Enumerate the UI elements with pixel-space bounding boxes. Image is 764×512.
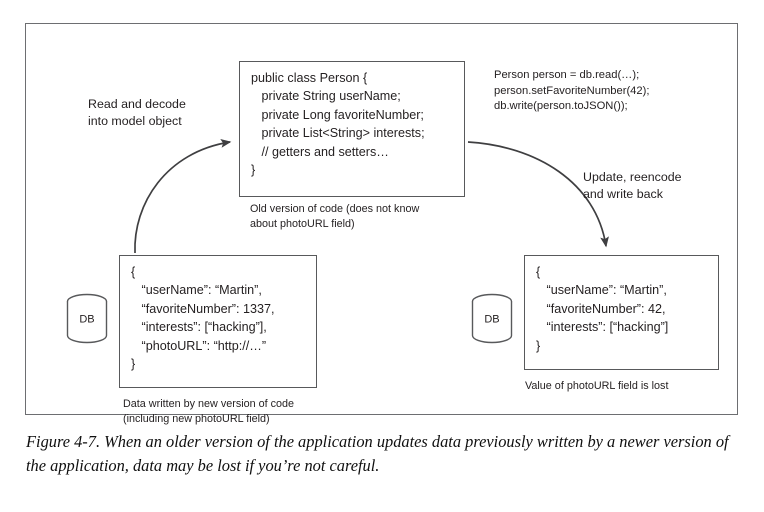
update-reencode-label: Update, reencode and write back	[583, 170, 682, 202]
photourl-lost-caption: Value of photoURL field is lost	[525, 380, 669, 392]
new-version-record-caption: Data written by new version of code (inc…	[123, 398, 295, 425]
svg-text:DB: DB	[484, 314, 499, 326]
new-version-record-box: { “userName”: “Martin”, “favoriteNumber”…	[119, 255, 317, 388]
arrow-read-decode	[134, 139, 232, 254]
old-version-code-caption: Old version of code (does not know about…	[250, 203, 420, 230]
figure-caption: Figure 4-7. When an older version of the…	[26, 432, 729, 475]
read-and-decode-label: Read and decode into model object	[88, 97, 186, 129]
database-cylinder-left: DB	[64, 292, 110, 346]
old-version-rewritten-record-box: { “userName”: “Martin”, “favoriteNumber”…	[524, 255, 719, 370]
read-update-write-snippet: Person person = db.read(…); person.setFa…	[494, 69, 650, 113]
database-cylinder-right: DB	[469, 292, 515, 346]
figure-frame: public class Person { private String use…	[25, 23, 738, 425]
person-class-code-box: public class Person { private String use…	[239, 61, 465, 197]
svg-text:DB: DB	[79, 314, 94, 326]
